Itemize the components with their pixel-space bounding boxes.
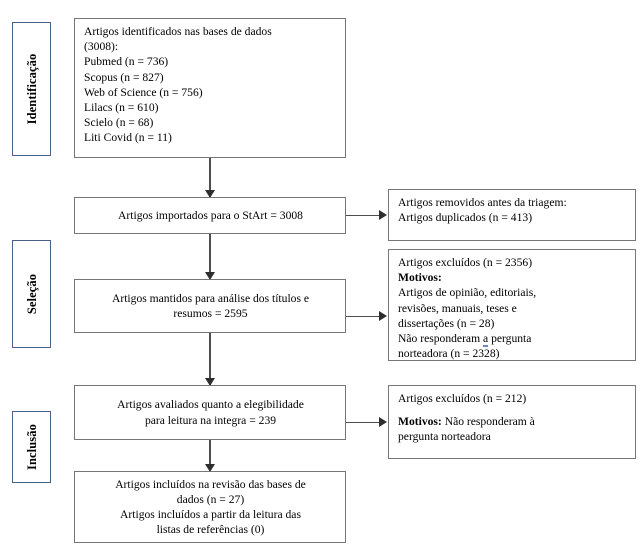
box-titulos-resumos-line-1: Artigos mantidos para análise dos título… [111, 291, 310, 305]
box-elegibilidade-line-2: para leitura na integra = 239 [144, 413, 277, 427]
box-titulos-resumos-line-2: resumos = 2595 [173, 307, 248, 320]
box-excluidos-triagem-line-3: Artigos de opinião, editoriais, [398, 286, 537, 300]
box-excluidos-triagem-line-4: revisões, manuais, teses e [398, 301, 517, 315]
box-identificacao-line-3: Pubmed (n = 736) [84, 55, 169, 69]
box-identificacao-line-2: (3008): [84, 40, 119, 54]
box-identificacao: Artigos identificados nas bases de dados… [74, 18, 346, 158]
stage-label-selecao: Seleção [12, 240, 51, 348]
box-removidos-line-2: Artigos duplicados (n = 413) [398, 211, 533, 225]
stage-label-inclusao: Inclusão [12, 411, 51, 483]
box-excluidos-triagem-line-1: Artigos excluídos (n = 2356) [398, 256, 533, 269]
box-excluidos-elegibilidade-line-3: pergunta norteadora [398, 430, 491, 444]
arrowhead-right-excluidos-triagem [379, 311, 387, 321]
box-excluidos-elegibilidade-line-1: Artigos excluídos (n = 212) [398, 392, 527, 405]
box-incluidos-line-2: dados (n = 27) [176, 492, 245, 506]
box-removidos-line-1: Artigos removidos antes da triagem: [398, 196, 567, 209]
box-identificacao-line-1: Artigos identificados nas bases de dados [84, 25, 272, 38]
box-incluidos-line-3: Artigos incluídos a partir da leitura da… [120, 508, 301, 521]
arrowhead-right-removidos [379, 210, 387, 220]
box-elegibilidade: Artigos avaliados quanto a elegibilidade… [74, 385, 346, 440]
box-identificacao-line-4: Scopus (n = 827) [84, 70, 164, 84]
line-6-part-c: pergunta [491, 332, 532, 346]
box-excluidos-elegibilidade: Artigos excluídos (n = 212) Motivos: Não… [388, 385, 636, 459]
box-identificacao-line-6: Lilacs (n = 610) [84, 101, 159, 115]
box-elegibilidade-line-1: Artigos avaliados quanto a elegibilidade [117, 398, 304, 412]
box-importados: Artigos importados para o StArt = 3008 [74, 197, 346, 234]
motivos-text-elegibilidade: Não responderam à [441, 415, 535, 429]
box-excluidos-triagem-line-7: norteadora (n = 2328) [398, 347, 500, 361]
box-removidos: Artigos removidos antes da triagem: Arti… [388, 189, 636, 241]
box-incluidos: Artigos incluídos na revisão das bases d… [74, 471, 346, 543]
connector-titulos-to-elegibilidade [209, 333, 211, 385]
box-excluidos-triagem-line-6: Não responderam a pergunta [398, 331, 627, 348]
line-6-part-a: Não responderam [398, 332, 481, 346]
stage-label-identificacao-text: Identificação [24, 53, 39, 125]
arrowhead-down-elegibilidade [204, 378, 215, 386]
arrowhead-right-excluidos-elegibilidade [379, 417, 387, 427]
box-identificacao-line-8: Liti Covid (n = 11) [84, 131, 172, 145]
box-excluidos-triagem: Artigos excluídos (n = 2356) Motivos: Ar… [388, 249, 636, 361]
box-incluidos-line-1: Artigos incluídos na revisão das bases d… [115, 477, 306, 491]
stage-label-inclusao-text: Inclusão [24, 424, 39, 470]
stage-label-identificacao: Identificação [12, 22, 51, 156]
spellcheck-marked-word: a [483, 332, 489, 348]
box-identificacao-line-7: Scielo (n = 68) [84, 116, 154, 130]
stage-label-selecao-text: Seleção [24, 273, 39, 315]
connector-titulos-to-excluidos-triagem [346, 315, 382, 318]
arrowhead-down-titulos [204, 272, 215, 280]
box-excluidos-triagem-motivos-label: Motivos: [398, 270, 627, 285]
connector-elegibilidade-to-incluidos [209, 440, 211, 472]
arrowhead-down-importados [204, 190, 215, 198]
connector-importados-to-removidos [346, 214, 382, 217]
motivos-label-elegibilidade: Motivos: [398, 415, 442, 429]
box-incluidos-line-4: listas de referências (0) [156, 523, 265, 537]
box-identificacao-line-5: Web of Science (n = 756) [84, 85, 203, 99]
arrowhead-down-incluidos [204, 464, 215, 472]
box-titulos-resumos: Artigos mantidos para análise dos título… [74, 279, 346, 333]
motivos-label-triagem: Motivos: [398, 271, 442, 285]
box-importados-line-1: Artigos importados para o StArt = 3008 [118, 208, 303, 222]
box-excluidos-triagem-line-5: dissertações (n = 28) [398, 316, 495, 330]
connector-elegibilidade-to-excluidos [346, 421, 382, 424]
connector-identificacao-to-importados [209, 158, 211, 198]
connector-importados-to-titulos [209, 234, 211, 280]
box-excluidos-elegibilidade-line-2: Motivos: Não responderam à [398, 414, 627, 429]
